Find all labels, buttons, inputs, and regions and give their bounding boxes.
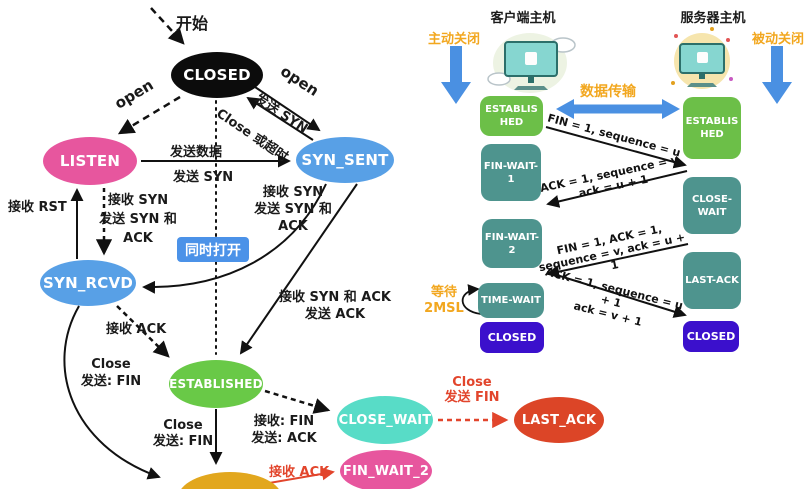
state-node-last-ack: LAST_ACK <box>514 397 604 443</box>
state-line: ESTABLIS <box>485 104 538 115</box>
state-node-listen: LISTEN <box>43 137 137 185</box>
state-node-fin-wait-2: FIN_WAIT_2 <box>340 450 432 489</box>
state-line: ESTABLIS <box>685 116 739 127</box>
label-line: ACK <box>278 219 308 234</box>
seq-client-fin-wait-2-box: FIN-WAIT-2 <box>482 219 542 268</box>
wait-2msl-label: 等待 2MSL <box>420 285 468 317</box>
time-wait-loop-arrow <box>461 284 482 315</box>
edge-label-recv-fin-send-ack: 接收: FIN 发送: ACK <box>244 413 324 447</box>
label-line: 等待 <box>430 285 457 300</box>
arrow-established-to-closewait <box>264 389 331 414</box>
label-line: 发送: FIN <box>152 434 214 449</box>
label-line: 发送 SYN 和 <box>99 212 177 227</box>
arrow-start-to-closed <box>150 7 185 45</box>
state-line: WAIT <box>697 206 727 218</box>
label-line: 发送 ACK <box>304 307 366 322</box>
data-transfer-arrow-right-head <box>662 99 680 119</box>
edge-label-recv-ack: 接收 ACK <box>106 322 167 337</box>
label-line: 接收 SYN 和 ACK <box>279 290 391 305</box>
label-line: Close <box>452 375 492 390</box>
edge-label-close-send-fin-curve: Close 发送: FIN <box>74 356 148 390</box>
passive-close-label: 被动关闭 <box>752 32 805 47</box>
seq-client-closed-box: CLOSED <box>480 322 544 353</box>
state-node-syn-sent: SYN_SENT <box>296 137 394 183</box>
data-transfer-arrow-left-head <box>556 99 574 119</box>
state-node-established: ESTABLISHED <box>169 360 263 408</box>
edge-label-close-send-fin-down: Close 发送: FIN <box>146 418 220 450</box>
client-down-arrow <box>441 46 471 104</box>
seq-server-established-box: ESTABLIS HED <box>683 97 741 159</box>
arrow-synsent-to-closed <box>246 96 314 141</box>
label-line: 2MSL <box>424 301 464 316</box>
arrow-msg-ack2 <box>546 271 687 318</box>
state-node-close-wait: CLOSE_WAIT <box>337 396 433 444</box>
state-line: CLOSE- <box>691 193 733 205</box>
edge-label-send-syn-horizontal: 发送 SYN <box>173 170 234 185</box>
arrow-synsent-to-established <box>239 183 358 355</box>
seq-client-established-box: ESTABLIS HED <box>480 96 543 136</box>
edge-label-recv-syn-reply-right: 接收 SYN 发送 SYN 和 ACK <box>248 184 338 235</box>
arrow-msg-fin-ack <box>546 243 689 279</box>
edge-label-recv-syn-reply-left: 接收 SYN 发送 SYN 和 ACK <box>84 191 192 248</box>
label-line: Close <box>163 418 203 433</box>
arrow-msg-ack1 <box>546 170 688 208</box>
state-line: HED <box>700 129 724 140</box>
state-node-closed: CLOSED <box>171 52 263 98</box>
server-host-title: 服务器主机 <box>680 11 746 26</box>
simultaneous-open-box: 同时打开 <box>177 237 249 262</box>
label-line: Close <box>91 357 131 372</box>
arrow-synrcvd-to-established <box>116 305 170 358</box>
state-node-syn-rcvd: SYN_RCVD <box>40 260 136 306</box>
arrow-synsent-to-synrcvd <box>142 183 327 294</box>
start-label: 开始 <box>176 14 209 33</box>
arrow-closed-to-synsent <box>254 86 321 132</box>
edge-label-recv-syn-ack: 接收 SYN 和 ACK 发送 ACK <box>272 289 398 323</box>
label-line: 发送: FIN <box>80 374 142 389</box>
label-line: 接收: FIN <box>253 414 315 429</box>
client-computer-icon <box>487 33 576 93</box>
label-line: ACK <box>123 231 153 246</box>
state-line: HED <box>499 117 524 128</box>
edge-label-recv-rst: 接收 RST <box>8 200 67 215</box>
data-transfer-label: 数据传输 <box>580 84 636 100</box>
edge-label-recv-ack-red: 接收 ACK <box>269 465 330 480</box>
seq-client-fin-wait-1-box: FIN-WAIT-1 <box>481 144 541 201</box>
arrow-msg-fin <box>545 126 687 169</box>
label-line: 发送: ACK <box>251 431 317 446</box>
seq-server-close-wait-box: CLOSE- WAIT <box>683 177 741 234</box>
label-line: 接收 SYN <box>107 193 169 208</box>
seq-client-time-wait-box: TIME-WAIT <box>478 283 544 318</box>
arrow-synrcvd-to-finwait1 <box>63 305 161 480</box>
seq-server-last-ack-box: LAST-ACK <box>683 252 741 309</box>
state-node-fin-wait-1-partial <box>178 472 282 489</box>
edge-label-send-data: 发送数据 <box>170 145 223 160</box>
client-host-title: 客户端主机 <box>490 11 556 26</box>
label-line: 发送 SYN 和 <box>254 202 332 217</box>
active-close-label: 主动关闭 <box>428 32 481 47</box>
label-line: 发送 FIN <box>444 390 500 405</box>
server-down-arrow <box>762 46 792 104</box>
label-line: 接收 SYN <box>262 185 324 200</box>
seq-server-closed-box: CLOSED <box>683 321 739 352</box>
edge-label-close-send-fin-red: Close 发送 FIN <box>442 375 502 405</box>
server-computer-icon <box>671 27 733 89</box>
